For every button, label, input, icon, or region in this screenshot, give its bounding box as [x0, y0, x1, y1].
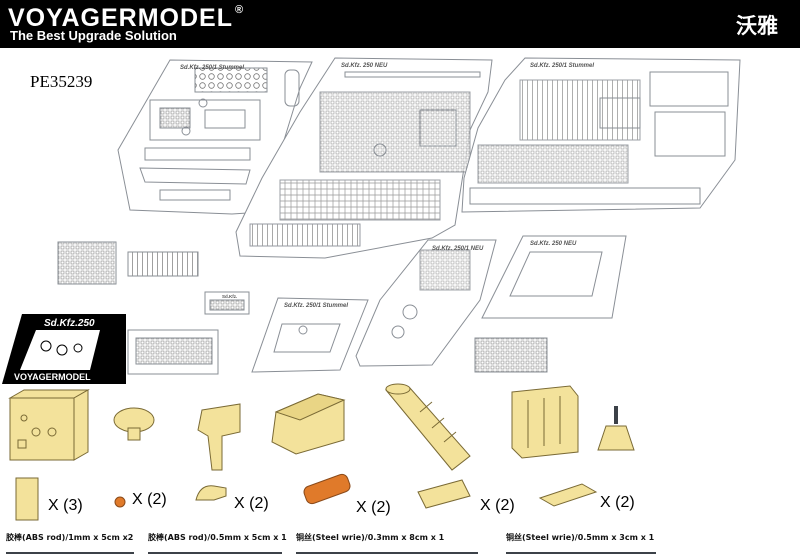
- material-rod: [506, 552, 656, 554]
- fret-label: Sd.Kfz. 250 NEU: [341, 63, 388, 69]
- resin-gun-barrel: [385, 383, 471, 471]
- material-rod: [296, 552, 478, 554]
- fret-right-stummel: [461, 57, 741, 213]
- quantity-label: X (2): [234, 495, 269, 512]
- fret-label: Sd.Kfz. 250/1 Stummel: [284, 303, 348, 309]
- resin-bracket: [197, 403, 241, 471]
- material-rod: [6, 552, 134, 554]
- decal-sheet: [2, 314, 126, 384]
- quantity-label: X (2): [132, 491, 167, 508]
- resin-nose: [195, 485, 227, 501]
- quantity-label: X (2): [356, 499, 391, 516]
- resin-parts-row: [8, 383, 635, 471]
- resin-mushroom: [113, 407, 155, 441]
- fret-right-floor: [481, 235, 627, 319]
- fret-small-detail: [127, 329, 219, 375]
- material-note: 胶棒(ABS rod)/0.5mm x 5cm x 1: [148, 533, 287, 542]
- fret-small-track-right: [474, 337, 548, 373]
- quantity-label: X (2): [600, 494, 635, 511]
- decal-title: Sd.Kfz.250: [44, 318, 95, 329]
- resin-radio-box: [8, 389, 90, 461]
- resin-box-cover: [271, 393, 346, 455]
- brand-name: VOYAGERMODEL: [8, 4, 234, 32]
- header-banner: VOYAGERMODEL® The Best Upgrade Solution …: [0, 0, 800, 48]
- fret-label: Sd.Kfz. 250 NEU: [530, 241, 577, 247]
- fret-center-stummel: [251, 297, 369, 373]
- fret-label: Sd.Kfz. 250/1 Stummel: [180, 65, 244, 71]
- quantity-label: X (2): [480, 497, 515, 514]
- fret-small-sdkfz: [204, 291, 250, 315]
- material-rod: [148, 552, 282, 554]
- brand-logo: VOYAGERMODEL®: [8, 4, 244, 33]
- material-note: 铜丝(Steel wrie)/0.3mm x 8cm x 1: [296, 533, 445, 542]
- quantity-label: X (3): [48, 497, 83, 514]
- fret-center-neu: [235, 57, 493, 259]
- fret-center-neu-small: [355, 239, 497, 367]
- brand-tagline: The Best Upgrade Solution: [10, 28, 177, 43]
- fret-small-track: [127, 251, 199, 277]
- resin-box-small: [417, 479, 471, 509]
- resin-block: [15, 477, 39, 521]
- fret-label: Sd.Kfz.: [222, 294, 237, 299]
- material-note: 铜丝(Steel wrie)/0.5mm x 3cm x 1: [506, 533, 655, 542]
- registered-mark: ®: [235, 4, 245, 16]
- product-code: PE35239: [30, 72, 93, 91]
- fret-small-grille: [57, 241, 117, 285]
- resin-bead: [114, 496, 126, 508]
- resin-post: [597, 406, 635, 451]
- fret-label: Sd.Kfz. 250/1 Stummel: [530, 63, 594, 69]
- resin-tube: [303, 473, 351, 505]
- fret-label: Sd.Kfz. 250/1 NEU: [432, 246, 484, 252]
- material-note: 胶棒(ABS rod)/1mm x 5cm x2: [6, 533, 134, 542]
- brand-name-chinese: 沃雅: [736, 14, 778, 38]
- resin-stowage-panel: [511, 385, 579, 459]
- resin-parts-row-2: [15, 473, 598, 521]
- resin-wedge: [538, 483, 598, 507]
- decal-brand: VOYAGERMODEL: [14, 372, 91, 382]
